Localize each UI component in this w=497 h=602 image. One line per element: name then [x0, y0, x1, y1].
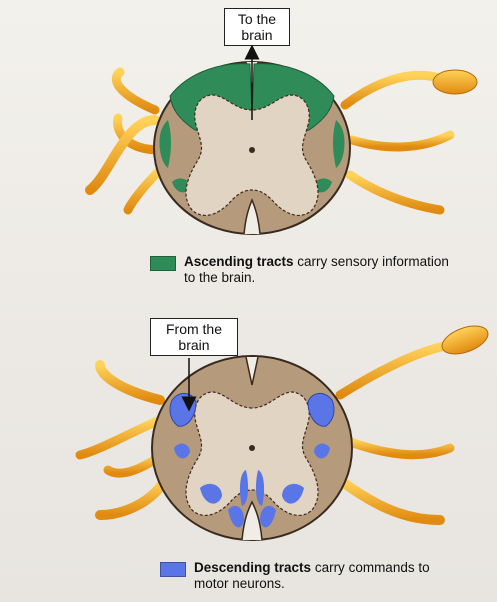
descending-description: carry commands to motor neurons.	[194, 560, 430, 591]
top-cord-section	[85, 61, 478, 235]
descending-tracts-bottom	[169, 393, 335, 528]
ascending-description: carry sensory information to the brain.	[184, 254, 449, 285]
gray-matter-bottom	[185, 391, 319, 516]
descending-tracts-legend: Descending tracts carry commands to moto…	[160, 560, 460, 592]
right-nerve-roots-bottom	[335, 325, 489, 525]
from-the-brain-label: From the brain	[150, 318, 238, 356]
descending-legend-text: Descending tracts carry commands to moto…	[194, 560, 460, 592]
right-nerve-roots-top	[340, 69, 478, 215]
descending-title: Descending tracts	[194, 560, 312, 575]
left-nerve-roots-top	[85, 67, 165, 215]
ascending-legend-text: Ascending tracts carry sensory informati…	[184, 254, 450, 286]
ascending-swatch	[150, 256, 176, 271]
ascending-title: Ascending tracts	[184, 254, 294, 269]
descending-swatch	[160, 562, 186, 577]
to-the-brain-label: To the brain	[224, 8, 290, 46]
gray-matter-top	[185, 94, 319, 216]
bottom-cord-section	[75, 325, 489, 541]
ascending-tracts-legend: Ascending tracts carry sensory informati…	[150, 254, 450, 286]
